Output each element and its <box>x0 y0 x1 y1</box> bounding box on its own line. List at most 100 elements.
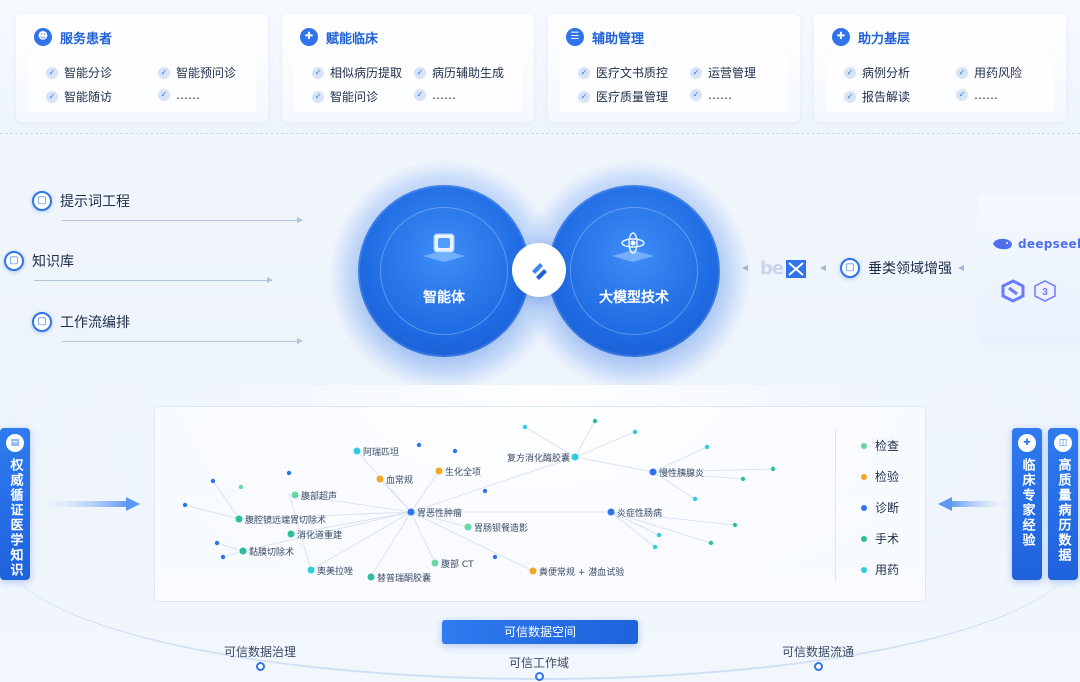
check-icon: ✓ <box>578 90 590 103</box>
graph-node <box>431 559 439 567</box>
legend-dot <box>861 442 867 449</box>
graph-node <box>235 515 243 523</box>
whale-icon <box>993 238 1012 250</box>
legend-dot <box>861 566 867 573</box>
check-icon: ✓ <box>158 89 170 101</box>
check-icon: ✓ <box>312 66 324 79</box>
graph-node <box>376 475 384 483</box>
graph-node <box>464 523 472 531</box>
node-ring <box>256 662 265 671</box>
legend-dot <box>861 535 867 542</box>
graph-node-label: 慢性胰腺炎 <box>659 467 704 479</box>
node-ring <box>535 672 544 681</box>
panel-title: 服务患者 <box>60 31 113 47</box>
panel-support-grassroots: ✚ 助力基层 ✓病例分析 ✓用药风险 ✓报告解读 ✓…… <box>814 14 1066 122</box>
graph-node-label: 奥美拉唑 <box>317 565 353 577</box>
check-icon: ✓ <box>956 89 968 101</box>
flow-arrow <box>62 217 303 223</box>
legend-item-drug: 用药 <box>861 561 899 578</box>
graph-node-dot <box>452 448 458 454</box>
graph-node-dot <box>482 488 488 494</box>
sync-icon <box>532 263 547 280</box>
graph-node <box>367 573 375 581</box>
graph-node <box>571 453 579 461</box>
check-icon: ✓ <box>414 66 426 79</box>
graph-node-dot <box>652 544 658 550</box>
graph-node-label: 胃肠钡餐造影 <box>474 522 528 534</box>
legend-dot <box>861 473 867 480</box>
orb-ring <box>570 207 698 335</box>
connector-node <box>512 243 566 297</box>
layers-icon: ☰ <box>566 28 584 46</box>
graph-node-dot <box>632 429 638 435</box>
graph-node-dot <box>770 466 776 472</box>
graph-node-label: 腹腔镜远端胃切除术 <box>245 514 326 526</box>
check-icon: ✓ <box>158 66 170 79</box>
list-item: ✓…… <box>414 88 456 102</box>
graph-node <box>287 530 295 538</box>
cube-icon: ▢ <box>32 312 52 332</box>
graph-node-dot <box>238 484 244 490</box>
legend-item-surgery: 手术 <box>861 530 899 547</box>
bert-mark-icon <box>786 259 807 278</box>
check-icon: ✓ <box>578 66 590 79</box>
graph-node-dot <box>708 540 714 546</box>
graph-node-label: 腹部超声 <box>301 490 337 502</box>
orb-ring <box>380 207 508 335</box>
flow-arrow <box>34 277 273 283</box>
list-item: ✓智能分诊 <box>46 64 112 81</box>
graph-node-dot <box>220 554 226 560</box>
legend-dot <box>861 504 867 511</box>
list-item: ✓智能问诊 <box>312 88 378 105</box>
graph-node-dot <box>656 532 662 538</box>
graph-node <box>529 567 537 575</box>
list-item: ✓报告解读 <box>844 88 910 105</box>
vendor-models-panel: deepseek 3 <box>978 195 1080 345</box>
graph-node-dot <box>214 540 220 546</box>
list-item: ✓…… <box>690 88 732 102</box>
graph-node-label: 替普瑞酮胶囊 <box>377 572 431 584</box>
graph-node <box>307 566 315 574</box>
graph-node-dot <box>286 470 292 476</box>
list-item: ✓运营管理 <box>690 64 756 81</box>
check-icon: ✓ <box>844 66 856 79</box>
graph-node-dot <box>522 424 528 430</box>
flow-left-arrow-icon <box>938 497 1008 511</box>
list-item: ✓…… <box>956 88 998 102</box>
list-item: ✓智能随访 <box>46 88 112 105</box>
graph-node-label: 血常规 <box>386 474 413 486</box>
svg-text:3: 3 <box>1042 287 1048 298</box>
model-label: 大模型技术 <box>599 290 669 306</box>
bert-logo: be <box>760 258 807 279</box>
check-icon: ✓ <box>690 89 702 101</box>
graph-node-dot <box>592 418 598 424</box>
knowledge-graph-canvas: 阿瑞匹坦 血常规 生化全项 复方消化酶胶囊 慢性胰腺炎 腹部超声 胃恶性肿瘤 炎… <box>182 418 776 584</box>
list-item: ✓智能预问诊 <box>158 64 236 81</box>
graph-edges <box>184 420 774 578</box>
list-item: ✓用药风险 <box>956 64 1022 81</box>
legend-item-diagnosis: 诊断 <box>861 499 899 516</box>
list-item: ✓相似病历提取 <box>312 64 402 81</box>
graph-node-dot <box>692 496 698 502</box>
panel-title: 赋能临床 <box>326 31 379 47</box>
vertical-domain-enhance: ▢ 垂类领域增强 <box>840 258 952 278</box>
graph-node <box>435 467 443 475</box>
trusted-data-space-label: 可信数据空间 <box>442 620 638 644</box>
list-item: ✓医疗质量管理 <box>578 88 668 105</box>
capability-band: ☻ 服务患者 ✓智能分诊 ✓智能预问诊 ✓智能随访 ✓…… ✚ 赋能临床 ✓相似… <box>0 0 1080 134</box>
user-icon: ☻ <box>34 28 52 46</box>
legend-item-exam: 检查 <box>861 437 899 454</box>
database-icon: ◫ <box>1054 434 1072 452</box>
input-workflow-orchestration: ▢ 工作流编排 <box>32 312 130 332</box>
input-knowledge-base: ▢ 知识库 <box>4 251 74 271</box>
qwen-logo-icon <box>1001 279 1025 303</box>
medical-cross-icon: ✚ <box>832 28 850 46</box>
clinical-expert-box: ✚ 临床专家经验 <box>1012 428 1042 580</box>
graph-node-label: 消化道重建 <box>297 529 342 541</box>
graph-node <box>239 547 247 555</box>
input-prompt-engineering: ▢ 提示词工程 <box>32 191 130 211</box>
graph-node-label: 生化全项 <box>445 466 481 478</box>
cube-icon: ▢ <box>32 191 52 211</box>
graph-node-label: 复方消化酶胶囊 <box>507 452 570 464</box>
glm-logo-icon: 3 <box>1034 280 1056 302</box>
